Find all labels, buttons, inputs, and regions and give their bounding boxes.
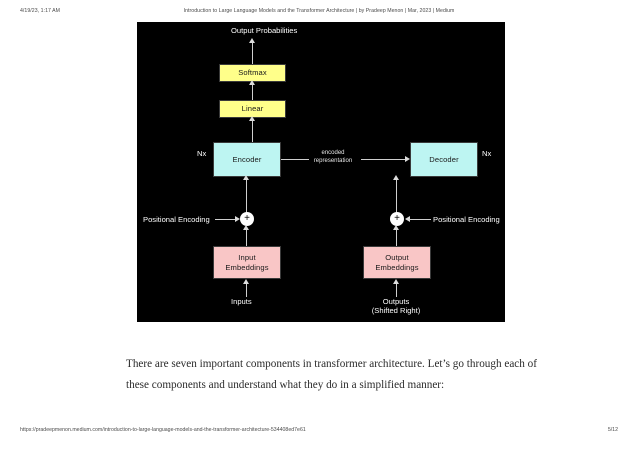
connector-linear-to-softmax bbox=[252, 82, 253, 102]
output-embeddings-line1: Output bbox=[385, 253, 409, 263]
connector-posenc-right bbox=[409, 219, 431, 220]
arrowhead-posenc-right bbox=[405, 216, 410, 222]
arrowhead-decoder-bottom-input bbox=[393, 175, 399, 180]
print-footer-url: https://pradeepmenon.medium.com/introduc… bbox=[20, 427, 306, 433]
figure-label-outputs: Outputs (Shifted Right) bbox=[366, 297, 426, 316]
connector-plus-to-encoder-left bbox=[246, 177, 247, 217]
connector-inputs-to-embeddings bbox=[246, 281, 247, 297]
connector-softmax-to-output bbox=[252, 41, 253, 67]
body-paragraph: There are seven important components in … bbox=[126, 358, 537, 392]
node-softmax-label: Softmax bbox=[238, 68, 267, 78]
node-add-left: + bbox=[240, 212, 254, 226]
connector-encoder-out bbox=[281, 159, 309, 160]
arrowhead-softmax bbox=[249, 80, 255, 85]
encoded-representation-line2: representation bbox=[313, 157, 353, 164]
figure-label-encoded-representation: encoded representation bbox=[305, 150, 361, 165]
arrowhead-output-probabilities bbox=[249, 38, 255, 43]
print-header-date: 4/19/23, 1:17 AM bbox=[20, 8, 61, 14]
print-header-title: Introduction to Large Language Models an… bbox=[183, 8, 455, 14]
connector-decoder-to-linear bbox=[252, 118, 253, 150]
connector-posenc-left bbox=[215, 219, 237, 220]
connector-plus-to-decoder-right bbox=[396, 177, 397, 217]
output-embeddings-line2: Embeddings bbox=[375, 262, 419, 272]
encoded-representation-line1: encoded bbox=[321, 150, 345, 156]
figure-label-nx-left: Nx bbox=[197, 149, 207, 158]
figure-label-positional-encoding-right: Positional Encoding bbox=[433, 215, 500, 224]
arrowhead-linear bbox=[249, 116, 255, 121]
node-decoder-label: Decoder bbox=[429, 154, 459, 164]
node-input-embeddings: Input Embeddings bbox=[213, 246, 281, 279]
outputs-line2: (Shifted Right) bbox=[371, 306, 421, 316]
figure-label-nx-right: Nx bbox=[482, 149, 492, 158]
figure-label-output-probabilities: Output Probabilities bbox=[231, 26, 298, 35]
arrowhead-encoder-input bbox=[243, 175, 249, 180]
arrowhead-output-embeddings bbox=[393, 279, 399, 284]
transformer-architecture-figure: Output Probabilities Softmax Linear Nx E… bbox=[137, 22, 505, 322]
arrowhead-input-embeddings bbox=[243, 279, 249, 284]
print-footer: https://pradeepmenon.medium.com/introduc… bbox=[0, 427, 638, 439]
input-embeddings-line1: Input bbox=[238, 253, 256, 263]
print-header: 4/19/23, 1:17 AM Introduction to Large L… bbox=[0, 8, 638, 20]
connector-into-decoder bbox=[361, 159, 407, 160]
connector-outputembed-to-plus bbox=[396, 228, 397, 248]
arrowhead-plus-left bbox=[243, 225, 249, 230]
arrowhead-decoder-input bbox=[405, 156, 410, 162]
node-decoder: Decoder bbox=[410, 142, 478, 177]
connector-inputembed-to-plus bbox=[246, 228, 247, 248]
input-embeddings-line2: Embeddings bbox=[225, 262, 269, 272]
node-encoder: Encoder bbox=[213, 142, 281, 177]
node-encoder-label: Encoder bbox=[232, 154, 262, 164]
node-add-right: + bbox=[390, 212, 404, 226]
node-linear-label: Linear bbox=[241, 104, 264, 114]
arrowhead-plus-right bbox=[393, 225, 399, 230]
print-footer-page-number: 5/12 bbox=[607, 427, 618, 433]
figure-label-inputs: Inputs bbox=[231, 297, 252, 306]
outputs-line1: Outputs bbox=[382, 297, 410, 306]
figure-label-positional-encoding-left: Positional Encoding bbox=[143, 215, 210, 224]
arrowhead-posenc-left bbox=[235, 216, 240, 222]
connector-outputs-to-embeddings bbox=[396, 281, 397, 297]
node-output-embeddings: Output Embeddings bbox=[363, 246, 431, 279]
